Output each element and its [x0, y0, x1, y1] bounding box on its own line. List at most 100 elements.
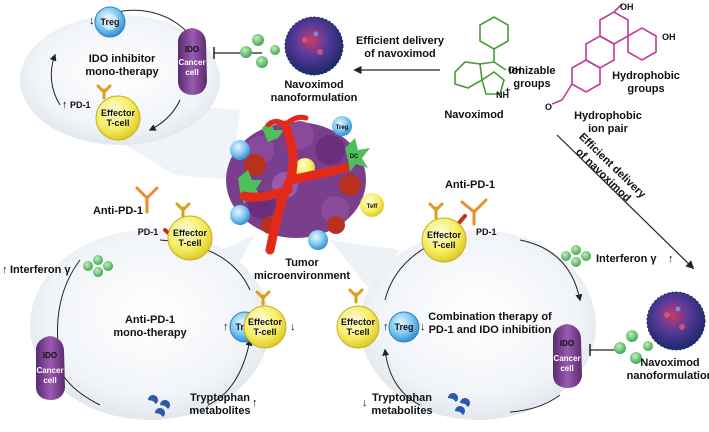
therapy-left-line2: mono-therapy	[113, 327, 187, 339]
ido-left-label: IDO	[43, 351, 57, 360]
effector-cell-left-2: Effector T-cell	[243, 290, 287, 349]
effector-cell-right-2: Effector T-cell	[336, 288, 380, 349]
nh-charge-label: +	[505, 85, 510, 95]
interferon-molecules-right	[561, 245, 591, 267]
cancer-label-line2: cell	[185, 68, 198, 77]
tryptophan-molecules-right	[448, 393, 470, 415]
therapy-label-line2: mono-therapy	[85, 66, 159, 78]
top-panel-bg	[20, 15, 220, 145]
tumor-teff-label: Teff	[367, 204, 379, 210]
effector-label-line1: Effector	[101, 108, 136, 118]
green-molecules-right	[614, 330, 653, 364]
left-panel-bg	[30, 230, 270, 420]
effector-left2-line1: Effector	[248, 317, 283, 327]
therapy-right-line2: PD-1 and IDO inhibition	[429, 324, 552, 336]
antibody-left	[135, 186, 159, 214]
navoximod-structure	[454, 16, 509, 95]
interferon-up-left: ↑	[2, 264, 8, 276]
tryptophan-right-line1: Tryptophan	[372, 392, 432, 404]
treg-label: Treg	[100, 17, 119, 27]
tryptophan-left-line1: Tryptophan	[190, 392, 250, 404]
effector-up-right: ↑	[383, 321, 389, 333]
treg-down-arrow: ↓	[89, 15, 95, 27]
zoom-cone-right	[330, 240, 400, 290]
ionizable-line1: Ionizable	[508, 65, 555, 77]
tryptophan-down-right: ↓	[362, 397, 368, 409]
hydrophobic-groups-line1: Hydrophobic	[612, 70, 680, 82]
nh-label: NH	[496, 90, 509, 100]
ion-pair-line1: Hydrophobic	[574, 110, 642, 122]
treg-right-label: Treg	[394, 322, 413, 332]
navoximod-label: Navoximod	[444, 109, 503, 121]
treg-cell-right: Treg	[388, 311, 420, 343]
oh-label: OH	[508, 65, 522, 75]
effector-left-line1: Effector	[173, 228, 208, 238]
nanoparticle-top	[284, 16, 344, 76]
anti-pd1-right: Anti-PD-1	[445, 179, 495, 191]
tumor-cluster	[226, 114, 384, 255]
cycle-arrow	[509, 394, 561, 413]
nano-top-line2: nanoformulation	[271, 92, 358, 104]
tryptophan-left-line2: metabolites	[189, 405, 250, 417]
o-minus-label: O	[545, 102, 552, 112]
effector-cell: Effector T-cell	[95, 84, 141, 141]
ido-label: IDO	[185, 45, 199, 54]
effector-cell-left: Effector T-cell	[163, 202, 213, 261]
cancer-left-line2: cell	[43, 376, 56, 385]
cancer-cell: IDO Cancer cell	[178, 28, 207, 95]
cycle-arrow	[382, 348, 421, 406]
pd1-right: PD-1	[476, 227, 497, 237]
effector-label-line2: T-cell	[106, 118, 129, 128]
therapy-left-line1: Anti-PD-1	[125, 314, 175, 326]
delivery-top-line1: Efficient delivery	[356, 35, 445, 47]
cancer-right-line1: Cancer	[553, 354, 580, 363]
interferon-up-right: ↑	[668, 253, 674, 265]
tryptophan-molecules-left	[148, 395, 170, 417]
cancer-cell-left: IDO Cancer cell	[36, 336, 65, 400]
steroid-structure	[551, 3, 657, 105]
anti-pd1-left: Anti-PD-1	[93, 205, 143, 217]
top-panel: ↓ Treg IDO Cancer cell IDO inhibitor mon…	[20, 6, 220, 145]
delivery-diag-group: Efficient delivery of navoximod	[573, 131, 648, 204]
ido-right-label: IDO	[560, 339, 574, 348]
steroid-oh2-label: OH	[620, 2, 634, 12]
delivery-arrow-diagonal	[556, 134, 695, 270]
cancer-label-line1: Cancer	[178, 58, 205, 67]
cycle-arrow	[148, 99, 181, 131]
interferon-left: Interferon γ	[10, 264, 71, 276]
effector-cell-right: Effector T-cell	[421, 202, 467, 263]
antibody-right	[460, 198, 488, 226]
ion-pair-line2: ion pair	[588, 123, 628, 135]
nanoparticle-right	[646, 291, 706, 351]
right-panel: Anti-PD-1 PD-1 Effector T-cell Interfero…	[336, 179, 674, 420]
treg-down-right: ↓	[420, 321, 426, 333]
pd1-up-arrow: ↑	[62, 99, 68, 111]
hydrophobic-groups-line2: groups	[627, 83, 664, 95]
cycle-arrow	[207, 338, 253, 406]
cancer-left-line1: Cancer	[36, 366, 63, 375]
treg-up-left: ↑	[223, 321, 229, 333]
pd1-label: PD-1	[70, 100, 91, 110]
cycle-arrow	[49, 53, 61, 106]
tumor-label-line2: microenvironment	[254, 270, 350, 282]
left-panel: Anti-PD-1 PD-1 Effector T-cell ↑ Interfe…	[2, 186, 296, 420]
cancer-cell-right: IDO Cancer cell	[553, 324, 582, 388]
nano-right-line2: nanoformulation	[627, 370, 709, 382]
treg-cell: Treg	[94, 6, 126, 38]
effector-right2-line2: T-cell	[346, 327, 369, 337]
tumor-treg-label: Treg	[336, 125, 349, 131]
effector-down-left: ↓	[290, 321, 296, 333]
cycle-arrow	[519, 239, 583, 302]
right-panel-bg	[360, 230, 596, 420]
green-molecules-top	[240, 34, 280, 68]
effector-left2-line2: T-cell	[253, 327, 276, 337]
interferon-right: Interferon γ	[596, 253, 657, 265]
effector-right-line2: T-cell	[432, 240, 455, 250]
tumor-label-line1: Tumor	[285, 257, 319, 269]
steroid-oh-label: OH	[662, 32, 676, 42]
tryptophan-right-line2: metabolites	[371, 405, 432, 417]
nano-top-line1: Navoximod	[284, 79, 343, 91]
therapy-label-line1: IDO inhibitor	[89, 53, 156, 65]
